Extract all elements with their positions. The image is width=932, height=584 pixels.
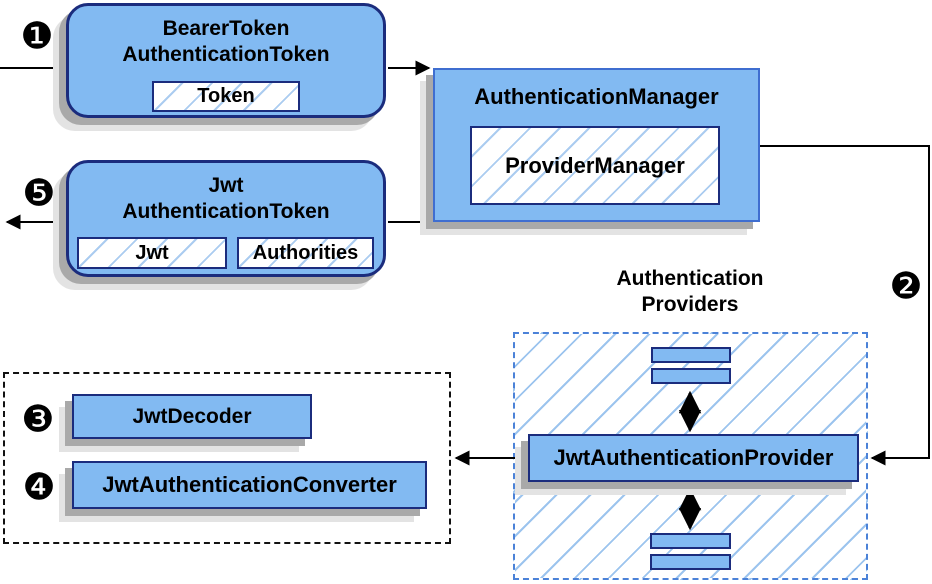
step-3-badge: ❸ (21, 397, 55, 441)
jwt-authentication-converter-box: JwtAuthenticationConverter (72, 461, 427, 509)
manager-to-provider-arrow (760, 145, 930, 466)
provider-manager-field: ProviderManager (470, 126, 720, 205)
authentication-manager-title: AuthenticationManager (474, 84, 719, 109)
jwt-field: Jwt (77, 237, 227, 269)
step-1-badge: ❶ (20, 14, 54, 58)
bearer-token-authentication-token-box: BearerToken AuthenticationToken Token (66, 3, 386, 118)
authentication-manager-box: AuthenticationManager ProviderManager (433, 68, 760, 222)
jwt-token-title-line2: AuthenticationToken (122, 200, 330, 223)
other-provider-bar-top-2 (651, 368, 731, 384)
step-5-badge: ❺ (22, 171, 56, 215)
authentication-providers-label-line1: Authentication (616, 267, 764, 290)
jwt-token-title: Jwt AuthenticationToken (69, 163, 383, 225)
authentication-providers-label: Authentication Providers (570, 266, 810, 318)
jwt-authentication-provider-box: JwtAuthenticationProvider (528, 434, 859, 482)
other-provider-bar-bottom-2 (650, 554, 731, 570)
other-provider-bar-bottom-1 (650, 533, 731, 549)
authorities-field: Authorities (237, 237, 374, 269)
step-4-badge: ❹ (22, 465, 56, 509)
authentication-providers-label-line2: Providers (641, 293, 739, 316)
step-2-badge: ❷ (889, 264, 923, 308)
jwt-token-title-line1: Jwt (208, 174, 244, 197)
bearer-token-title-line1: BearerToken (162, 17, 290, 40)
other-provider-bar-top-1 (651, 347, 731, 363)
bearer-token-title: BearerToken AuthenticationToken (69, 6, 383, 68)
token-field: Token (152, 81, 300, 112)
bearer-token-title-line2: AuthenticationToken (122, 43, 330, 66)
jwt-authentication-token-box: Jwt AuthenticationToken Jwt Authorities (66, 160, 386, 277)
jwt-decoder-box: JwtDecoder (72, 394, 312, 439)
